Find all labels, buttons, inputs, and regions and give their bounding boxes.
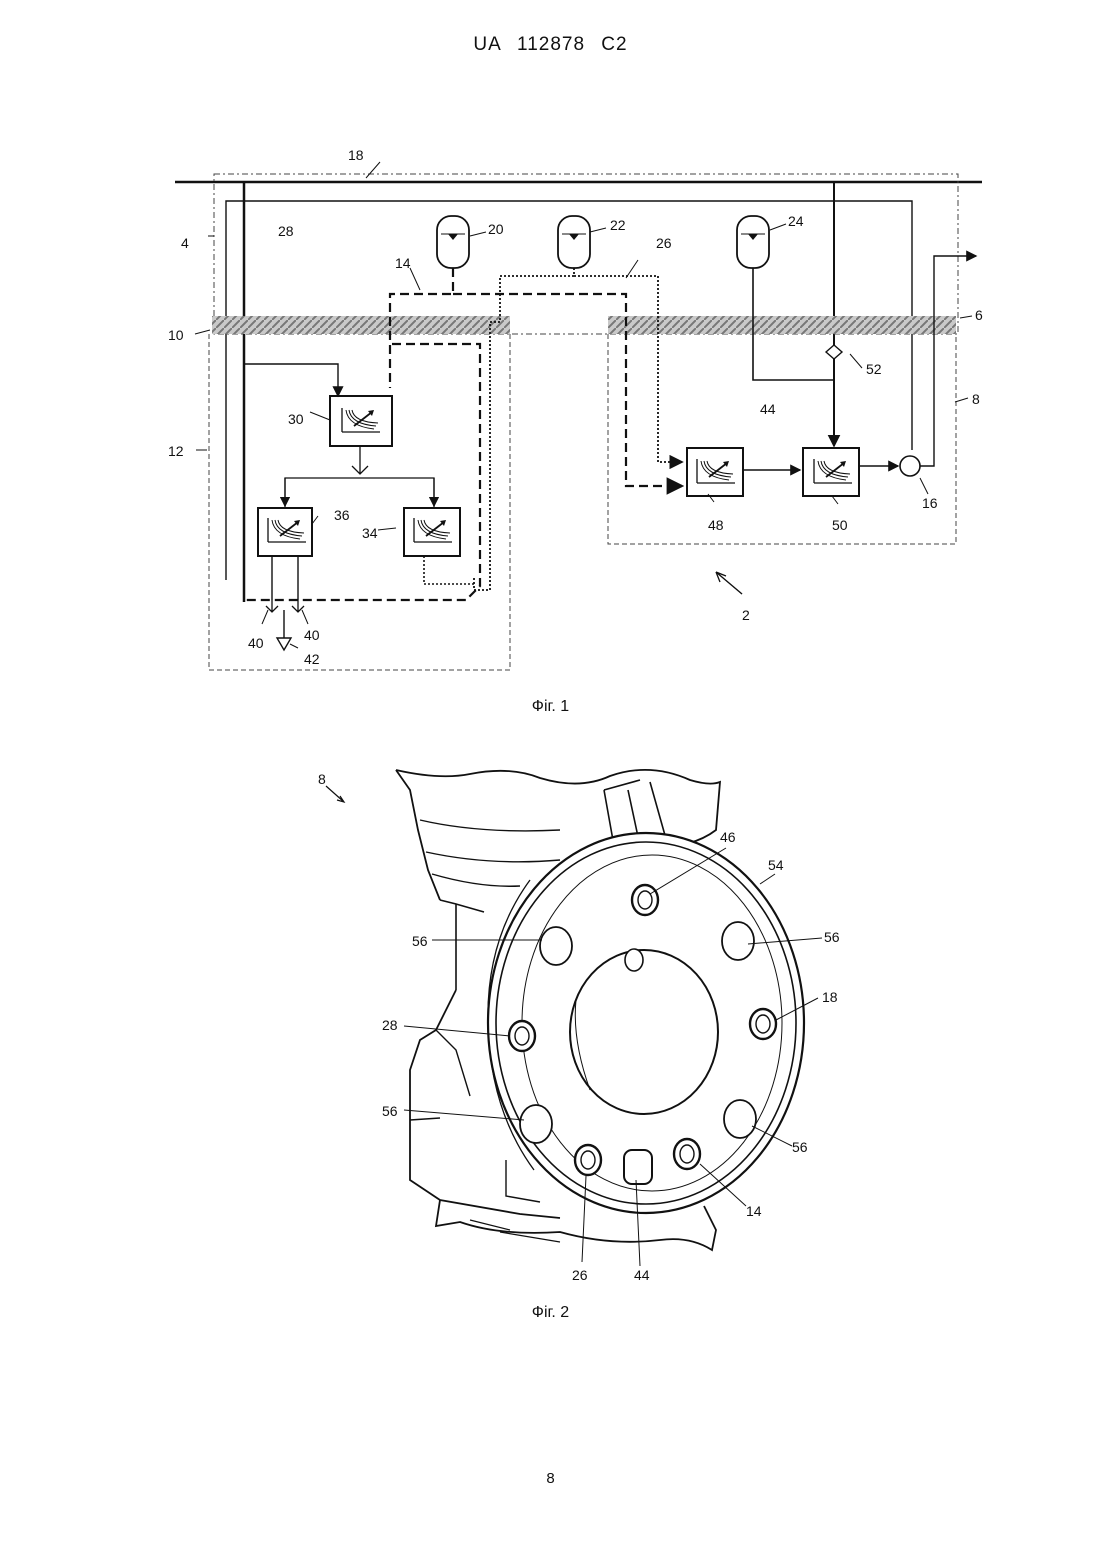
fig1-label-52: 52 [866,361,882,377]
fig1-label-26: 26 [656,235,672,251]
fig1-label-36: 36 [334,507,350,523]
fig2-label-14: 14 [746,1203,762,1219]
fig2-label-56-top-right: 56 [824,929,840,945]
fig2-label-56-bottom-left: 56 [382,1103,398,1119]
fig1-label-18: 18 [348,147,364,163]
fig1-label-4: 4 [181,235,189,251]
controller-30 [330,396,392,446]
controller-36 [258,508,312,556]
fig1-label-28: 28 [278,223,294,239]
controller-34 [404,508,460,556]
figure-2-drawing: 8 46 54 56 28 18 56 56 56 26 44 14 [318,770,840,1283]
fig2-label-28: 28 [382,1017,398,1033]
fig1-label-16: 16 [922,495,938,511]
fig1-label-50: 50 [832,517,848,533]
fig2-label-8: 8 [318,771,326,787]
fig1-label-34: 34 [362,525,378,541]
fig1-label-20: 20 [488,221,504,237]
fig1-label-40-left: 40 [248,635,264,651]
fig1-label-40-right: 40 [304,627,320,643]
page-number: 8 [0,1470,1101,1487]
fig1-label-2: 2 [742,607,750,623]
fig1-label-12: 12 [168,443,184,459]
fig2-label-54: 54 [768,857,784,873]
fig1-label-24: 24 [788,213,804,229]
fig1-label-6: 6 [975,307,983,323]
fig1-label-30: 30 [288,411,304,427]
fig1-label-14: 14 [395,255,411,271]
controller-48 [687,448,743,496]
fig2-label-56-bottom-right: 56 [792,1139,808,1155]
fig1-label-48: 48 [708,517,724,533]
fig2-label-18: 18 [822,989,838,1005]
fig1-label-10: 10 [168,327,184,343]
fig2-label-26: 26 [572,1267,588,1283]
fig2-label-46: 46 [720,829,736,845]
tank-24 [737,216,769,268]
fig1-label-8: 8 [972,391,980,407]
figure-1-caption: Фіг. 1 [0,698,1101,716]
figure-1-schematic: 18 28 4 20 22 24 26 14 10 6 52 44 8 12 3… [168,147,983,670]
fig1-label-22: 22 [610,217,626,233]
tank-22 [558,216,590,268]
figure-2-caption: Фіг. 2 [0,1304,1101,1322]
tank-20 [437,216,469,268]
fig1-label-42: 42 [304,651,320,667]
fig1-label-44: 44 [760,401,776,417]
fig2-label-56-top-left: 56 [412,933,428,949]
fig2-label-44: 44 [634,1267,650,1283]
controller-50 [803,448,859,496]
